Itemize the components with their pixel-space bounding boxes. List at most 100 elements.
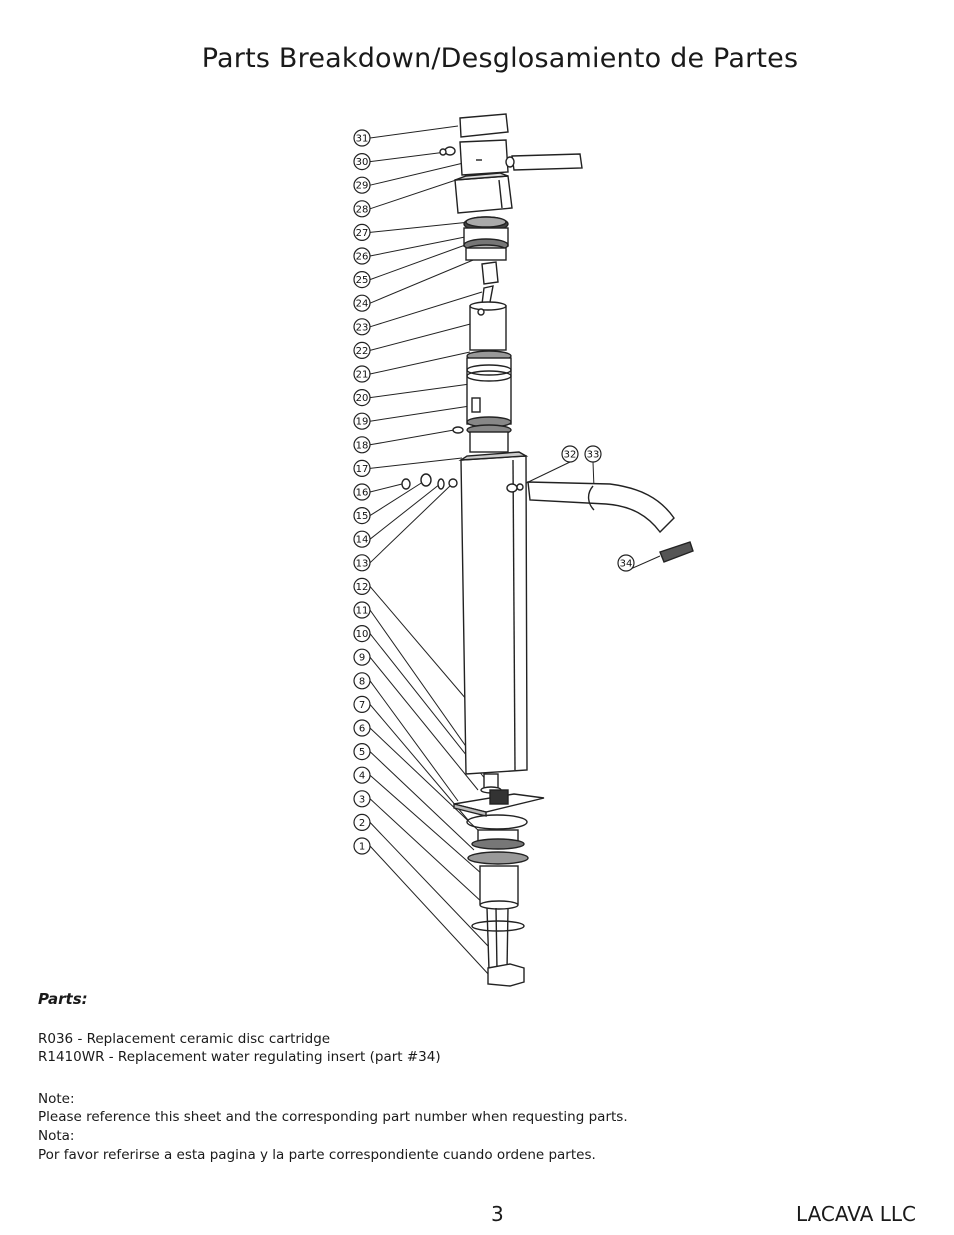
svg-text:13: 13 [356, 558, 369, 569]
callout-16: 16 [353, 483, 371, 501]
leader-line [369, 351, 471, 375]
svg-text:28: 28 [356, 204, 369, 215]
svg-text:22: 22 [356, 346, 369, 357]
callout-15: 15 [353, 506, 371, 525]
callout-31: 31 [353, 129, 371, 147]
callout-7: 7 [353, 695, 371, 714]
callout-30: 30 [353, 153, 371, 171]
note-label: Note: [38, 1091, 75, 1107]
leader-line [369, 483, 403, 493]
svg-text:3: 3 [359, 794, 365, 805]
svg-text:12: 12 [356, 582, 369, 593]
leader-line [369, 151, 447, 163]
callout-9: 9 [353, 648, 371, 666]
callout-32: 32 [561, 445, 579, 463]
svg-text:32: 32 [564, 450, 577, 461]
exploded-parts-diagram: 3130292827262524232221201918171615141312… [353, 113, 694, 987]
svg-text:31: 31 [356, 134, 369, 145]
leader-line [369, 479, 427, 517]
leader-line [369, 845, 491, 977]
leader-line [369, 704, 469, 821]
svg-text:4: 4 [359, 771, 365, 782]
nota-label: Nota: [38, 1128, 75, 1144]
svg-text:14: 14 [356, 535, 369, 546]
callout-22: 22 [353, 341, 371, 359]
parts-item: R1410WR - Replacement water regulating i… [38, 1049, 441, 1065]
svg-text:27: 27 [356, 228, 369, 239]
svg-text:17: 17 [356, 464, 369, 475]
callout-12: 12 [353, 577, 371, 596]
svg-text:19: 19 [356, 417, 369, 428]
svg-text:7: 7 [359, 700, 365, 711]
callout-33: 33 [584, 445, 602, 463]
svg-text:33: 33 [587, 450, 600, 461]
nota-text: Por favor referirse a esta pagina y la p… [38, 1147, 596, 1163]
leader-line [369, 429, 455, 446]
svg-text:21: 21 [356, 370, 369, 381]
callout-24: 24 [353, 294, 371, 312]
callout-11: 11 [353, 601, 371, 619]
callout-14: 14 [353, 530, 371, 548]
leader-line [369, 175, 469, 210]
parts-heading: Parts: [38, 990, 88, 1008]
note-text: Please reference this sheet and the corr… [38, 1109, 628, 1125]
svg-text:18: 18 [356, 440, 369, 451]
svg-text:9: 9 [359, 653, 365, 664]
callout-18: 18 [353, 436, 371, 454]
leader-line [369, 774, 483, 875]
page-number: 3 [491, 1202, 504, 1226]
callout-34: 34 [617, 554, 635, 572]
svg-text:8: 8 [359, 676, 365, 687]
faucet-drawing [401, 113, 694, 987]
svg-text:1: 1 [359, 842, 365, 853]
callout-1: 1 [353, 837, 371, 855]
page-title: Parts Breakdown/Desglosamiento de Partes [201, 43, 799, 74]
svg-text:29: 29 [356, 181, 369, 192]
leader-line [369, 798, 485, 905]
leader-line [369, 727, 481, 833]
svg-text:5: 5 [359, 747, 365, 758]
callout-8: 8 [353, 672, 371, 690]
svg-text:30: 30 [356, 157, 369, 168]
svg-text:11: 11 [356, 606, 369, 617]
leader-line [369, 680, 459, 802]
leader-line [369, 822, 489, 947]
callout-27: 27 [353, 223, 371, 241]
svg-text:6: 6 [359, 724, 365, 735]
leader-line [369, 159, 477, 186]
leader-line [369, 656, 479, 791]
leader-line [369, 483, 441, 540]
svg-text:10: 10 [356, 629, 369, 640]
svg-text:20: 20 [356, 393, 369, 404]
callout-4: 4 [353, 766, 371, 784]
company-name: LACAVA LLC [796, 1202, 916, 1226]
leader-line [369, 291, 483, 328]
callout-2: 2 [353, 813, 371, 832]
leader-line [369, 125, 459, 139]
svg-text:23: 23 [356, 322, 369, 333]
leader-line [369, 243, 469, 281]
callout-5: 5 [353, 742, 371, 761]
callout-26: 26 [353, 247, 371, 265]
callout-25: 25 [353, 271, 371, 289]
leader-line [369, 221, 471, 233]
svg-text:34: 34 [620, 559, 633, 570]
callout-6: 6 [353, 719, 371, 737]
leader-line [369, 383, 471, 399]
callout-10: 10 [353, 624, 371, 643]
parts-item: R036 - Replacement ceramic disc cartridg… [38, 1031, 331, 1047]
leader-line [369, 321, 479, 351]
callout-17: 17 [353, 459, 371, 477]
svg-text:15: 15 [356, 511, 369, 522]
callout-29: 29 [353, 176, 371, 194]
svg-text:2: 2 [359, 818, 365, 829]
callout-19: 19 [353, 412, 371, 430]
callout-23: 23 [353, 318, 371, 336]
callout-21: 21 [353, 365, 371, 383]
svg-text:26: 26 [356, 252, 369, 263]
leader-line [369, 405, 471, 422]
leader-line [369, 235, 471, 257]
svg-text:16: 16 [356, 488, 369, 499]
callout-20: 20 [353, 389, 371, 407]
svg-text:24: 24 [356, 299, 369, 310]
